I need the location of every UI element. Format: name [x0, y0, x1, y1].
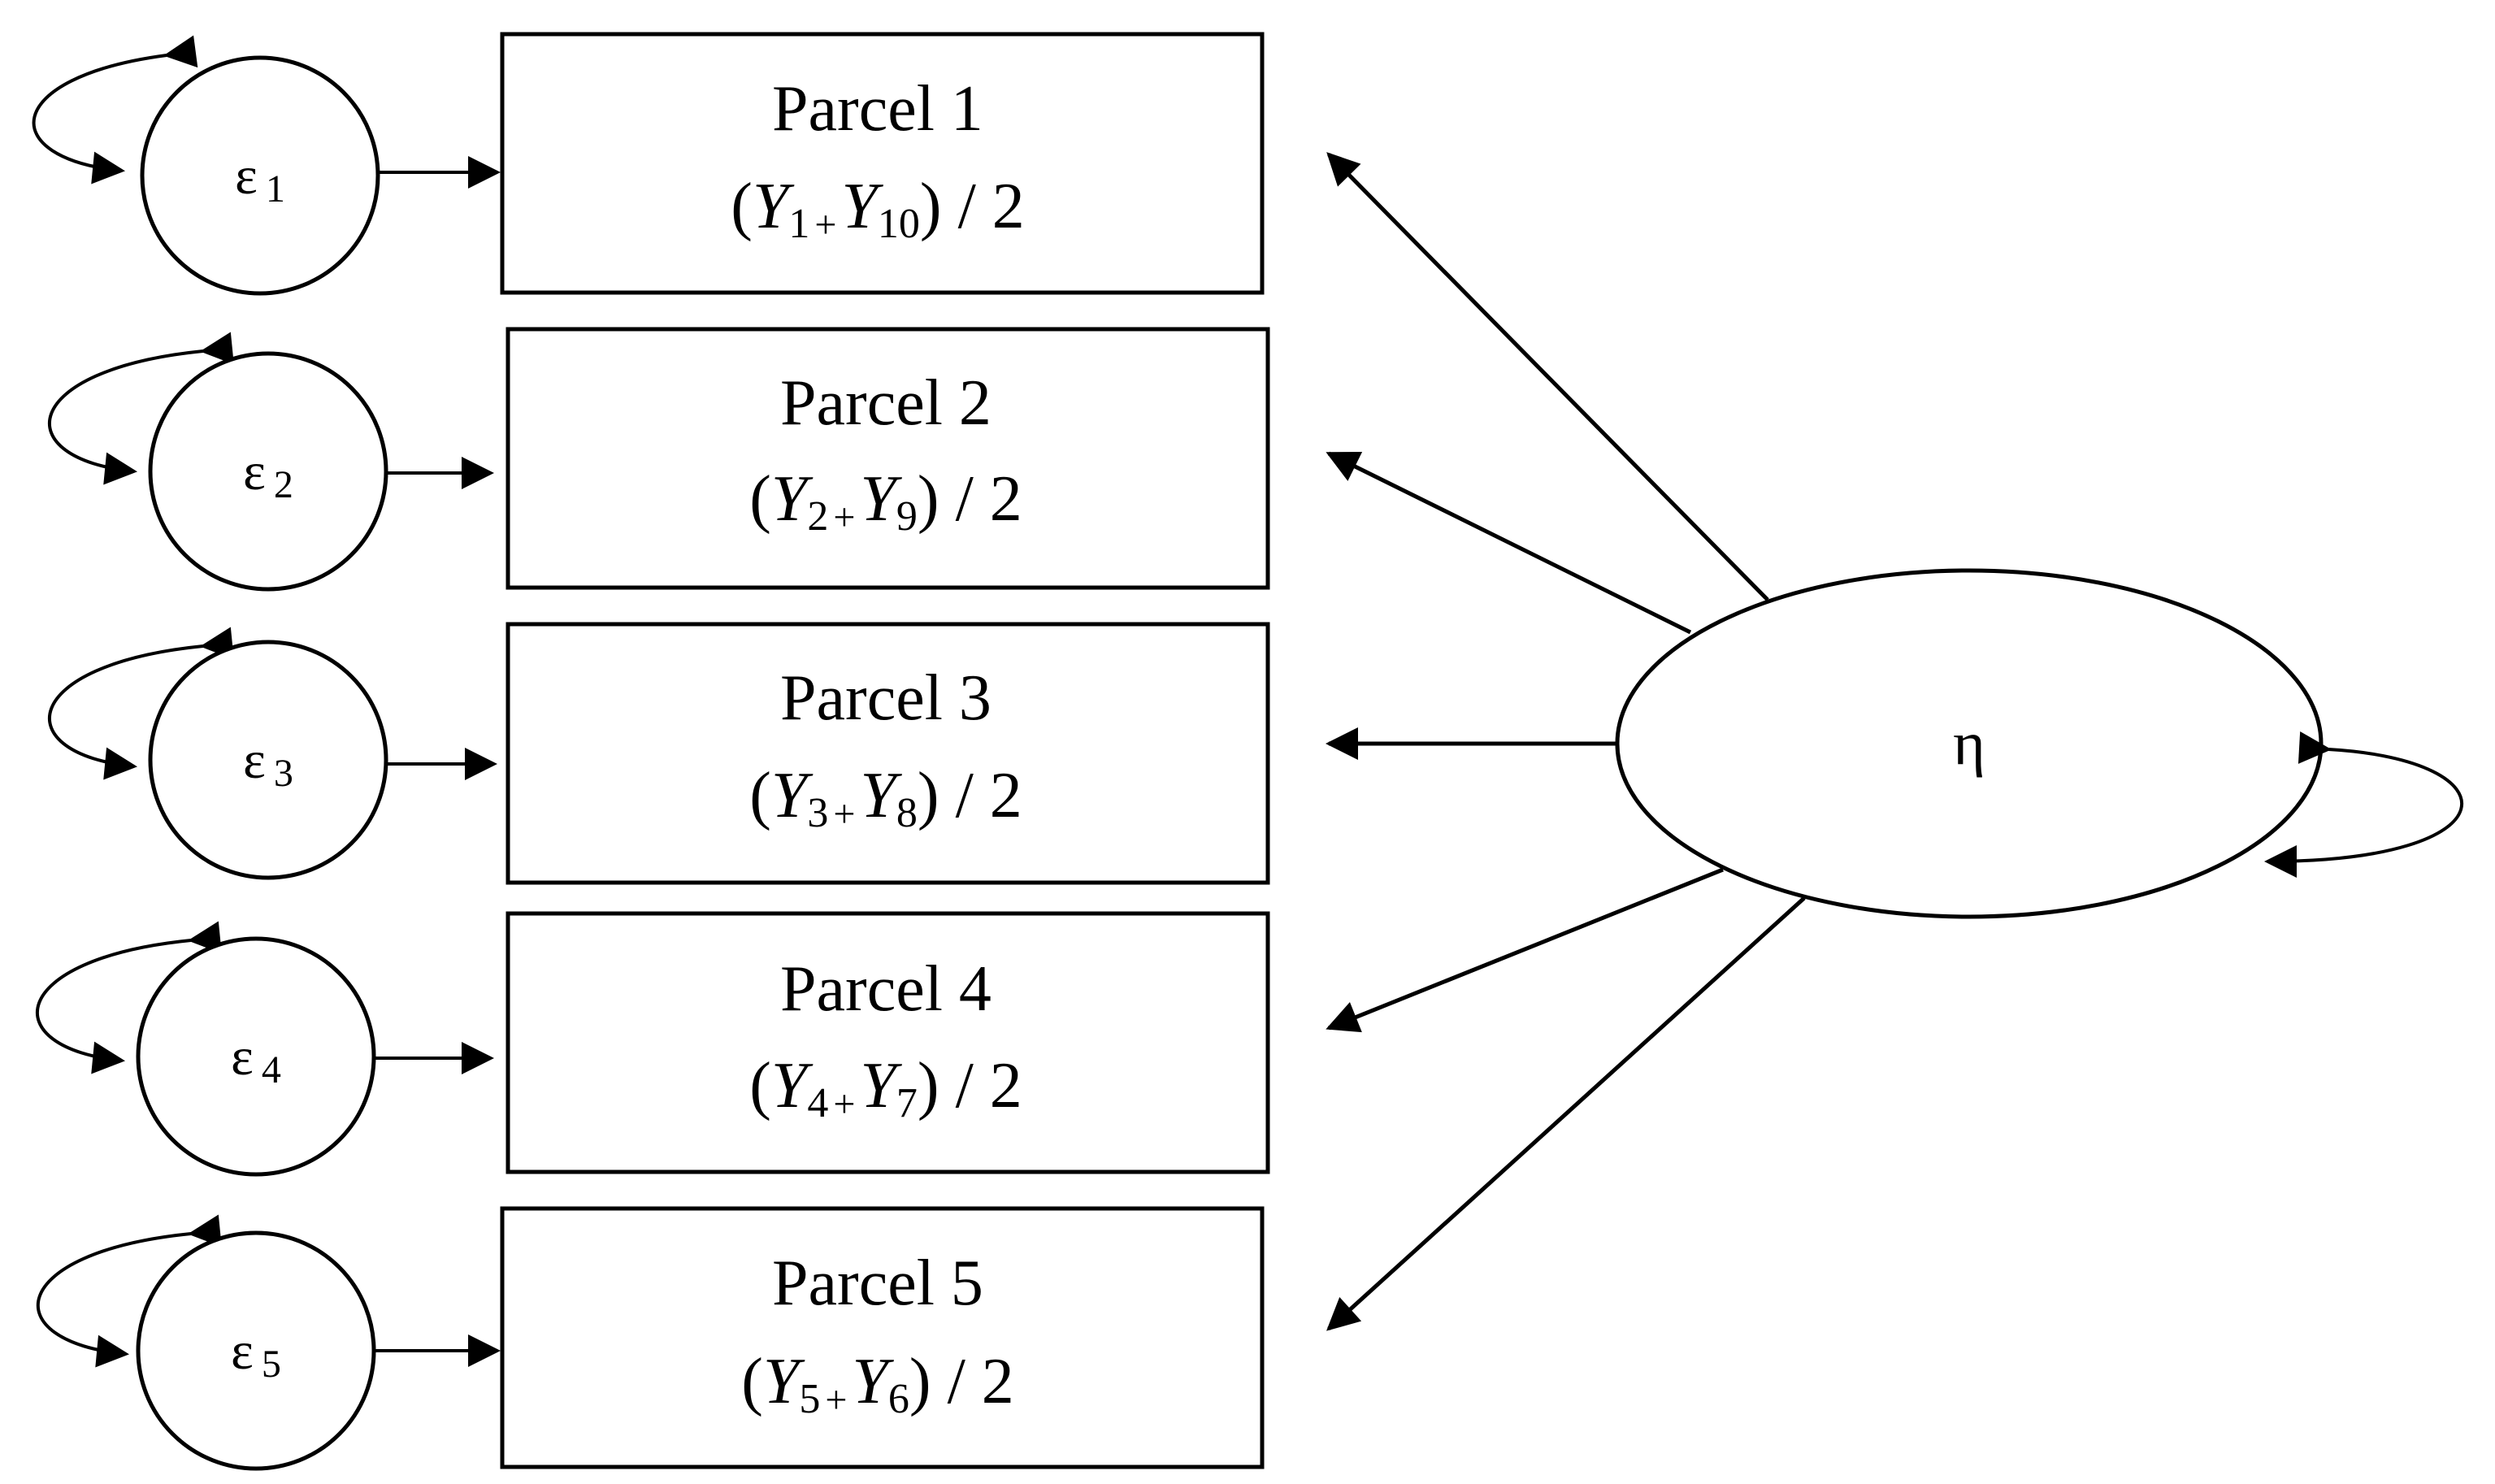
latent-variance-arrow	[2264, 731, 2464, 878]
error-variance-arrow	[47, 627, 234, 780]
error-circle	[148, 351, 388, 592]
parcel-box	[506, 327, 1270, 590]
latent-label: η	[1953, 709, 1985, 778]
error-circle	[136, 1230, 376, 1471]
parcel-formula: (Y1+Y10) / 2	[731, 171, 1025, 247]
loading-arrow-parcel-5	[1326, 896, 1806, 1331]
parcel-formula: (Y3+Y8) / 2	[749, 760, 1022, 836]
parcel-box	[500, 32, 1265, 295]
parcel-title: Parcel 2	[780, 367, 991, 439]
parcel-title: Parcel 5	[772, 1248, 983, 1319]
error-variance-arrow	[32, 35, 198, 184]
error-variance-arrow	[36, 1214, 222, 1368]
parcel-box	[506, 622, 1270, 885]
loading-arrow-parcel-4	[1326, 867, 1724, 1033]
error-circle	[140, 55, 380, 296]
parcel-formula: (Y4+Y7) / 2	[749, 1050, 1022, 1126]
loading-arrow-parcel-1	[1326, 152, 1769, 601]
error-variance-arrow	[35, 921, 222, 1074]
parcel-title: Parcel 3	[780, 662, 991, 734]
factor-loading-arrows	[1326, 152, 1806, 1331]
parcel-formula: (Y5+Y6) / 2	[741, 1346, 1014, 1422]
latent-factor: η	[1615, 568, 2464, 919]
parcel-title: Parcel 1	[772, 73, 983, 145]
error-circle	[136, 936, 376, 1177]
parcel-formula: (Y2+Y9) / 2	[749, 463, 1022, 540]
loading-arrow-parcel-2	[1326, 451, 1692, 635]
error-circle	[148, 640, 388, 880]
error-variance-arrow	[47, 332, 234, 485]
parcel-box	[500, 1206, 1265, 1469]
parcel-box	[506, 911, 1270, 1174]
parcel-title: Parcel 4	[780, 953, 991, 1025]
